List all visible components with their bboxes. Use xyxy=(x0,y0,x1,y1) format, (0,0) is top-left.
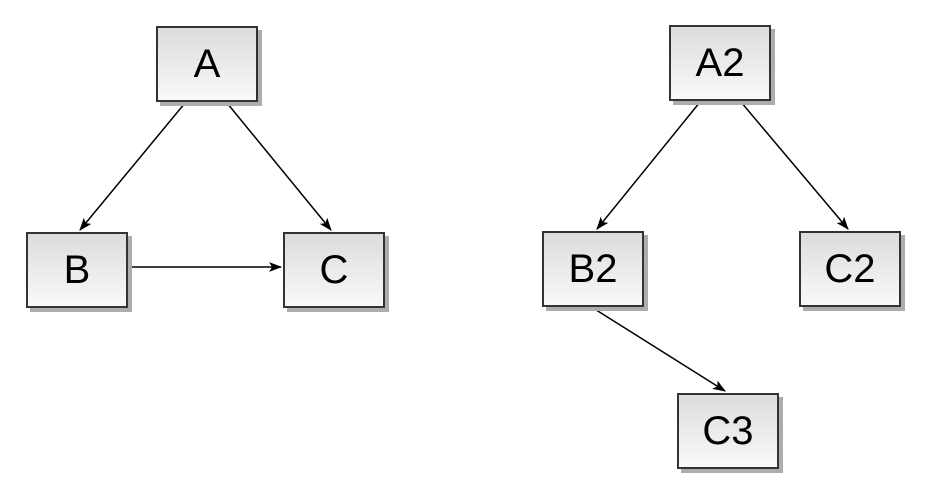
node-A: A xyxy=(156,26,258,102)
edges-group xyxy=(79,101,849,392)
edge-A-to-B xyxy=(79,102,186,231)
edge-A-to-C xyxy=(226,102,332,231)
node-B2: B2 xyxy=(542,231,644,307)
node-C: C xyxy=(283,232,385,308)
node-B: B xyxy=(26,232,128,308)
edge-B2-to-C3 xyxy=(592,307,726,392)
edge-A2-to-B2 xyxy=(596,101,701,230)
node-A2: A2 xyxy=(669,25,771,101)
node-C2: C2 xyxy=(799,231,901,307)
node-C3: C3 xyxy=(677,393,779,469)
edge-A2-to-C2 xyxy=(740,101,849,230)
